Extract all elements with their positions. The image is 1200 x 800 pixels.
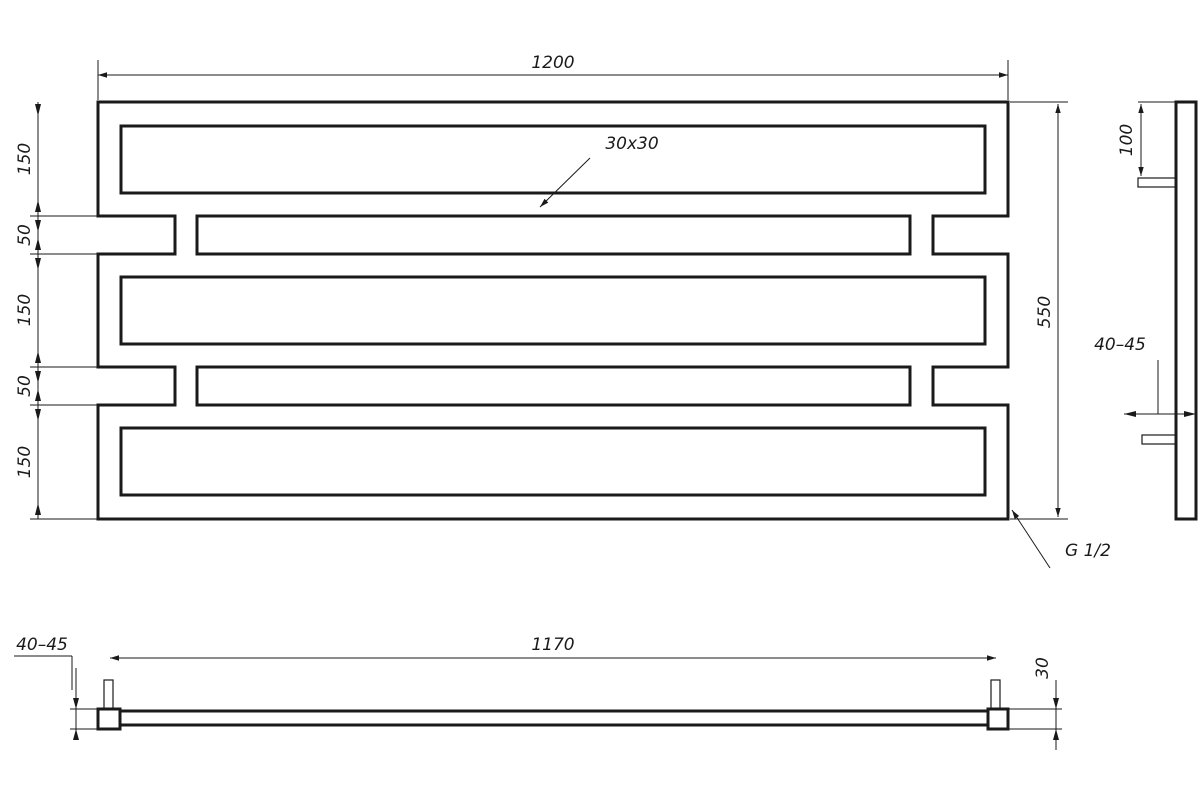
tick-arrow	[35, 104, 41, 116]
tick-arrow	[35, 389, 41, 401]
center-label: 1170	[531, 635, 574, 655]
side-depth-label: 40–45	[1094, 335, 1146, 355]
opening-3	[119, 275, 987, 346]
tick-arrow	[35, 409, 41, 421]
segment-label-3: 150	[15, 294, 35, 326]
bottom-depth-arrow-top	[73, 698, 79, 709]
side-lower-fitting	[1141, 434, 1177, 445]
bottom-bar	[118, 709, 990, 727]
bottom-left-block	[96, 707, 122, 731]
depth-arrow-right	[1184, 411, 1196, 417]
thread-leader	[1011, 509, 1051, 569]
bottom-right-block	[986, 707, 1010, 731]
tick-arrow	[35, 200, 41, 212]
side-profile	[1174, 100, 1198, 521]
tick-arrow	[35, 503, 41, 515]
offset-label: 100	[1117, 124, 1137, 156]
depth-arrow-left	[1124, 411, 1136, 417]
pipe-arrow-bottom	[1053, 729, 1059, 740]
height-label: 550	[1035, 296, 1055, 328]
outer-frame	[96, 100, 1010, 521]
tick-arrow	[35, 220, 41, 232]
pipe-label: 30	[1033, 657, 1053, 679]
bottom-depth-label: 40–45	[16, 635, 68, 655]
opening-5	[119, 426, 987, 497]
tube-label: 30x30	[605, 134, 658, 154]
front-view: 1200 30x30 550 G 1/2	[15, 53, 1111, 569]
side-upper-fitting	[1137, 177, 1177, 188]
opening-4	[195, 365, 912, 407]
left-dimension-chain: 150 50 150 50 150	[15, 102, 98, 520]
tick-arrow	[35, 351, 41, 363]
tube-leader	[539, 157, 591, 208]
tick-arrow	[35, 238, 41, 250]
opening-1	[119, 124, 987, 195]
tick-arrow	[35, 258, 41, 270]
bottom-depth-arrow-bottom	[73, 729, 79, 740]
thread-label: G 1/2	[1065, 541, 1111, 561]
segment-label-1: 150	[15, 143, 35, 175]
tick-arrow	[35, 371, 41, 383]
bottom-left-fitting	[103, 679, 114, 710]
segment-label-4: 50	[15, 375, 35, 397]
segment-label-5: 150	[15, 446, 35, 478]
segment-label-2: 50	[15, 224, 35, 246]
opening-2	[195, 214, 912, 256]
side-view: 100 40–45	[1094, 100, 1198, 521]
bottom-right-fitting	[990, 679, 1001, 710]
bottom-view: 1170 40–45 30	[14, 635, 1062, 750]
width-label: 1200	[531, 53, 574, 73]
pipe-arrow-top	[1053, 698, 1059, 709]
